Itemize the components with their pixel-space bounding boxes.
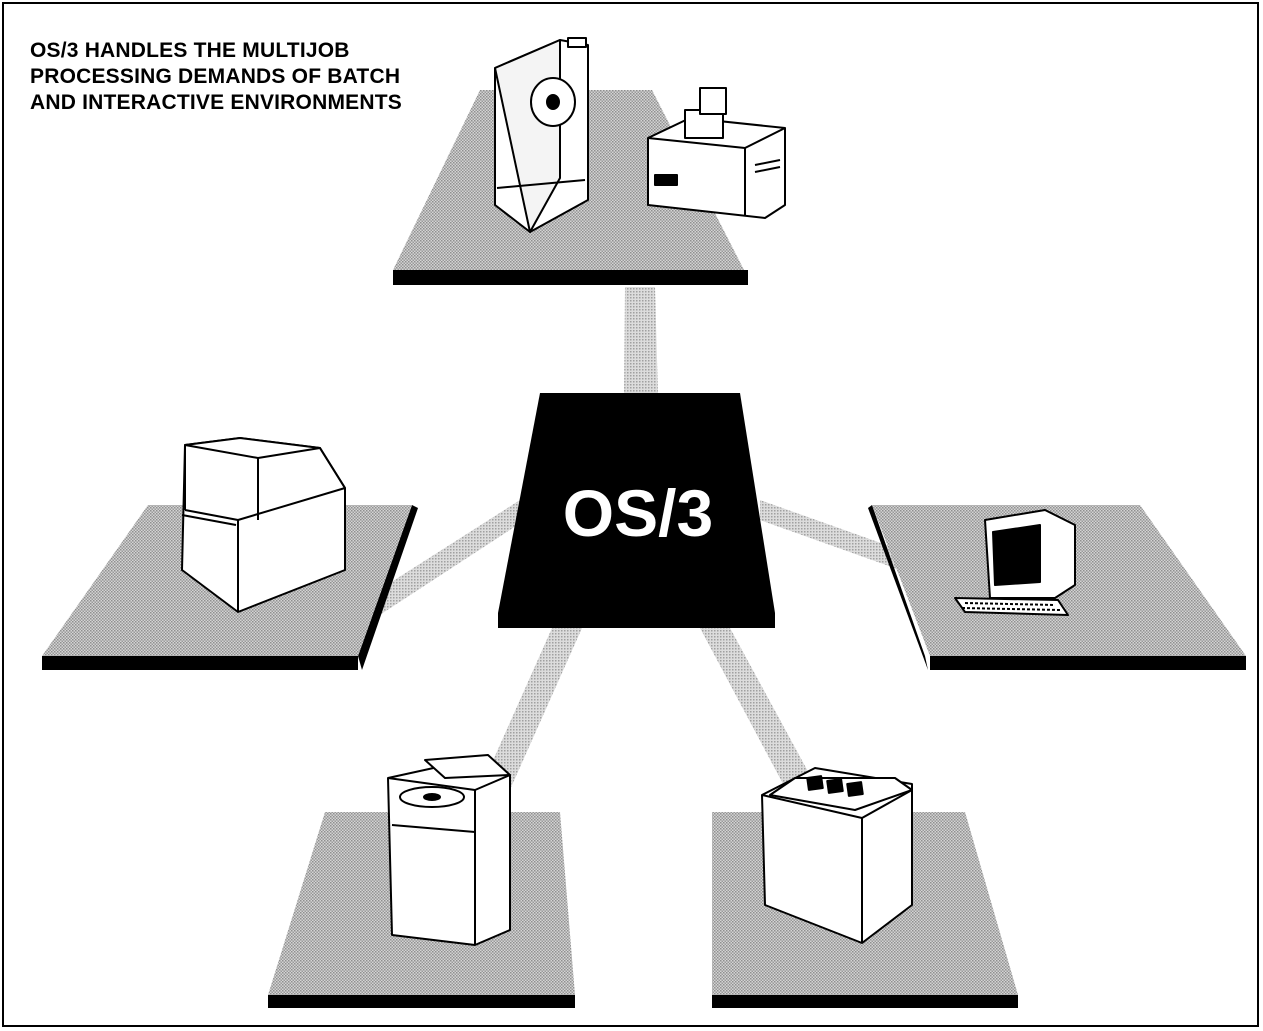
os3-hub: [498, 393, 775, 628]
terminal-icon: [954, 509, 1076, 616]
disk-drive-icon: [494, 37, 589, 233]
figure-caption: OS/3 HANDLES THE MULTIJOB PROCESSING DEM…: [30, 39, 402, 114]
os3-hub-label: OS/3: [562, 476, 714, 550]
link-right: [760, 500, 900, 570]
printer-icon: [761, 767, 913, 944]
link-top: [624, 287, 658, 395]
link-bottom-right: [700, 628, 830, 812]
card-reader-icon: [647, 87, 786, 219]
card-punch-icon: [181, 437, 346, 613]
diskette-drive-icon: [387, 754, 511, 946]
link-left: [360, 500, 525, 618]
